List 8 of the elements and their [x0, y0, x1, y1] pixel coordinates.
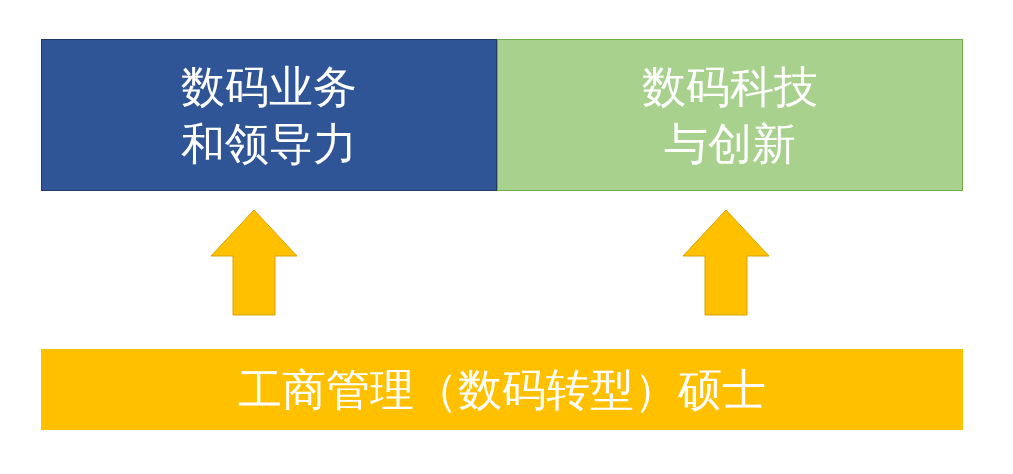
label-box	[41, 349, 963, 430]
block-arrow	[210, 209, 298, 316]
box-label: 数码科技与创新	[641, 59, 819, 171]
label-box	[41, 39, 497, 191]
block-arrow	[682, 209, 770, 316]
label-box	[497, 39, 963, 191]
box-label: 工商管理（数码转型）硕士	[238, 362, 766, 417]
box-label: 数码业务和领导力	[180, 59, 358, 171]
